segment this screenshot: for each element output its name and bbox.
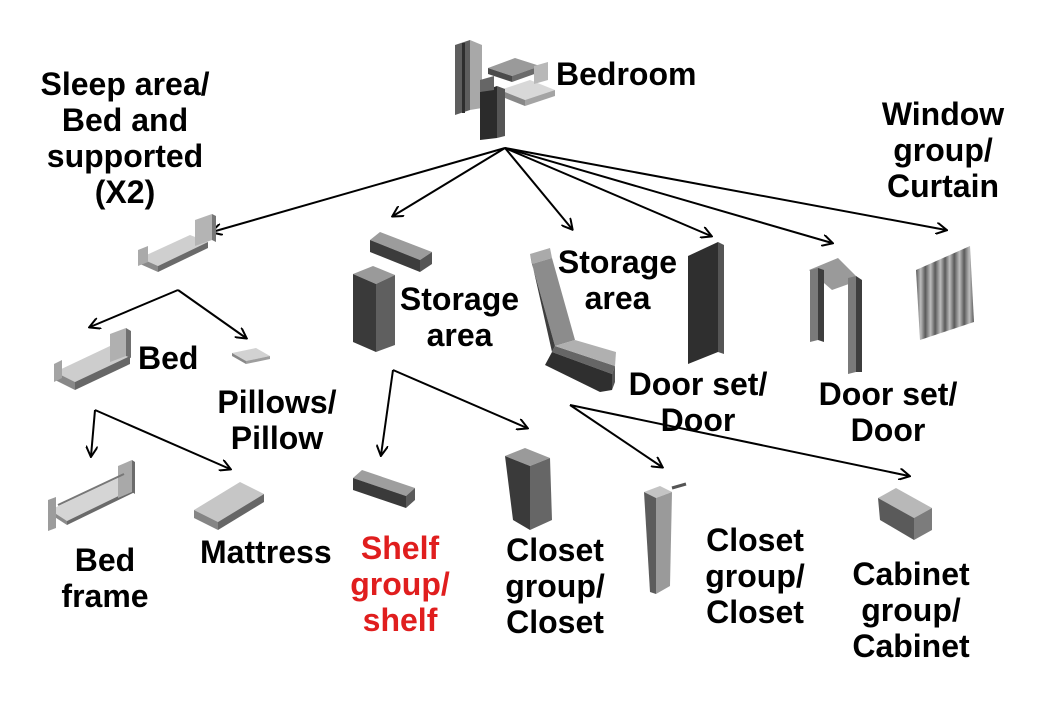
mattress-model — [194, 482, 264, 530]
edge-bedroom-sleep-area — [212, 147, 506, 232]
node-label-door-set-2: Door set/ Door — [818, 376, 958, 448]
edge-bedroom-door-set-2 — [504, 147, 832, 243]
node-label-storage-area-2: Storage area — [557, 244, 678, 316]
node-label-door-set-1: Door set/ Door — [628, 366, 768, 438]
node-label-pillows: Pillows/ Pillow — [217, 384, 337, 456]
node-label-cabinet-group: Cabinet group/ Cabinet — [852, 556, 970, 664]
edge-bedroom-door-set-1 — [504, 147, 711, 236]
bedroom-model — [455, 40, 555, 140]
edge-bedroom-window-group — [504, 147, 946, 230]
door-model — [688, 242, 724, 364]
edge-bedroom-storage-area-2 — [504, 147, 572, 229]
edge-sleep-area-pillows — [177, 289, 246, 338]
cabinet-model — [878, 488, 932, 540]
edge-storage2-cabinet — [569, 404, 909, 476]
edge-storage-shelf — [381, 369, 394, 455]
node-label-sleep-area: Sleep area/ Bed and supported (X2) — [40, 66, 210, 210]
edge-sleep-area-bed — [90, 289, 179, 327]
tall-closet-model — [644, 482, 687, 594]
edges — [90, 147, 946, 476]
edge-bedroom-storage-area-1 — [393, 147, 506, 216]
bed-frame-model — [48, 460, 135, 531]
node-label-closet-group-2: Closet group/ Closet — [705, 522, 805, 630]
edge-bed-bed-frame — [91, 409, 95, 456]
sleep-area-bed-model — [138, 214, 216, 272]
pillow-model — [232, 348, 270, 364]
edge-storage-closet — [392, 369, 527, 428]
node-label-shelf-group: Shelf group/ shelf — [350, 530, 450, 638]
node-label-closet-group-1: Closet group/ Closet — [505, 532, 605, 640]
l-closet-model — [530, 248, 616, 392]
edge-storage2-closet — [569, 404, 662, 467]
node-label-window-group: Window group/ Curtain — [881, 96, 1005, 204]
edge-bed-mattress — [94, 409, 230, 469]
node-label-mattress: Mattress — [200, 534, 332, 570]
door-frame-model — [809, 258, 862, 374]
shelf-model — [353, 470, 415, 508]
node-label-bed: Bed — [138, 340, 199, 376]
bed-model — [54, 328, 131, 390]
curtain-model — [916, 246, 974, 340]
node-label-bedroom: Bedroom — [556, 56, 697, 92]
storage-shelf-model — [370, 232, 432, 272]
node-label-storage-area-1: Storage area — [399, 281, 520, 353]
storage-closet-model — [353, 266, 395, 352]
node-label-bed-frame: Bed frame — [61, 542, 149, 614]
closet-model — [505, 448, 552, 530]
